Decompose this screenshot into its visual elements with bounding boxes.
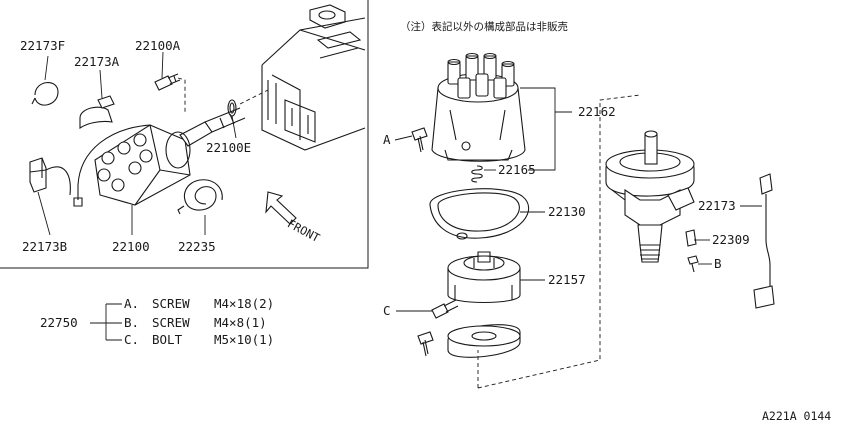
fastener-table: 22750 A. SCREW M4×18(2) B. SCREW M4×8(1)… <box>40 296 274 347</box>
label-22157: 22157 <box>548 272 586 287</box>
leader-22173f <box>44 55 49 81</box>
fastener-row-ref: B. <box>124 315 139 330</box>
screw-a <box>411 127 428 153</box>
label-22162: 22162 <box>578 104 616 119</box>
clamp-22173a <box>79 95 115 130</box>
front-arrow <box>265 191 297 225</box>
label-22173a: 22173A <box>74 54 120 69</box>
note-text: （注）表記以外の構成部品は非販売 <box>400 20 568 33</box>
part-22309 <box>685 229 697 247</box>
fastener-row-ref: A. <box>124 296 139 311</box>
harness-22173 <box>753 173 775 309</box>
fastener-part-number: 22750 <box>40 315 78 330</box>
fastener-row-ref: C. <box>124 332 139 347</box>
fastener-row-name: SCREW <box>152 315 190 330</box>
label-22100e: 22100E <box>206 140 251 155</box>
label-22173: 22173 <box>698 198 736 213</box>
fastener-row-name: BOLT <box>152 332 183 347</box>
ref-a-label: A <box>383 132 391 147</box>
label-22100: 22100 <box>112 239 150 254</box>
ref-c-label: C <box>383 303 391 318</box>
engine-block <box>261 4 366 151</box>
label-22173f: 22173F <box>20 38 65 53</box>
clip-22173f <box>31 82 59 106</box>
front-arrow-label: FRONT <box>285 216 322 245</box>
label-22130: 22130 <box>548 204 586 219</box>
leader-22162 <box>520 87 572 171</box>
label-22165: 22165 <box>498 162 536 177</box>
distributor-assembly-22100 <box>73 107 246 207</box>
leader-22173b <box>37 191 51 236</box>
harness-clip-22173b <box>29 157 71 196</box>
catalog-code: A221A 0144 <box>762 409 831 423</box>
inset-frame <box>0 0 369 269</box>
bolt-c <box>431 299 459 319</box>
label-22235: 22235 <box>178 239 216 254</box>
fastener-row-size: M4×18(2) <box>214 296 274 311</box>
assembly-dash-right <box>477 94 641 389</box>
gasket-22130 <box>429 188 529 240</box>
leader-22100a-dash <box>177 77 186 112</box>
o-ring-22100e <box>227 99 237 117</box>
rotor-22157 <box>447 251 521 304</box>
leader-22100e <box>231 115 237 139</box>
label-22309: 22309 <box>712 232 750 247</box>
fastener-row-name: SCREW <box>152 296 190 311</box>
distributor-cap-22162 <box>431 52 526 162</box>
screw-b <box>687 255 699 273</box>
carbon-spring-22165 <box>471 165 483 183</box>
label-22173b: 22173B <box>22 239 67 254</box>
bolt-22100a <box>154 73 181 91</box>
label-22100a: 22100A <box>135 38 181 53</box>
fastener-row-size: M5×10(1) <box>214 332 274 347</box>
fastener-bracket <box>90 303 122 341</box>
base-plate <box>447 324 521 358</box>
distributor-housing <box>605 130 695 263</box>
shaft-axis-dash <box>239 89 269 105</box>
fastener-row-size: M4×8(1) <box>214 315 267 330</box>
leader-ref-a <box>394 135 413 141</box>
spring-22235 <box>177 179 223 215</box>
ref-b-label: B <box>714 256 722 271</box>
screw-lower <box>417 331 434 357</box>
leader-22173a <box>99 69 103 99</box>
leader-22100a <box>161 51 164 79</box>
